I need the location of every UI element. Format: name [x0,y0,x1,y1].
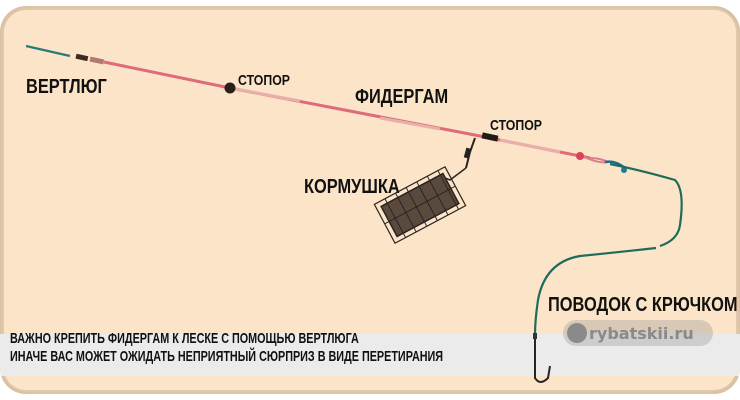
label-stopper-1: СТОПОР [238,72,290,89]
stopper-bead-icon [224,82,236,94]
feeder-icon [373,137,476,245]
note-line-1: ВАЖНО КРЕПИТЬ ФИДЕРГАМ К ЛЕСКЕ С ПОМОЩЬЮ… [10,330,359,347]
loop-knot-icon [576,152,627,173]
watermark: rybatskii.ru [563,320,713,346]
stopper-tube-icon [481,132,499,142]
warning-note: ВАЖНО КРЕПИТЬ ФИДЕРГАМ К ЛЕСКЕ С ПОМОЩЬЮ… [10,330,443,366]
watermark-text: rybatskii.ru [589,323,694,343]
label-swivel: ВЕРТЛЮГ [26,76,107,98]
main-line [25,44,71,58]
watermark-logo-icon [567,323,587,343]
label-feedergum: ФИДЕРГАМ [355,86,449,108]
label-feeder: КОРМУШКА [304,176,400,198]
label-leader-with-hook: ПОВОДОК С КРЮЧКОМ [548,294,738,316]
card-background [4,10,736,390]
note-line-2: ИНАЧЕ ВАС МОЖЕТ ОЖИДАТЬ НЕПРИЯТНЫЙ СЮРПР… [10,348,444,365]
note-band [0,334,740,376]
hook-icon [533,333,551,383]
diagram-card [0,6,740,394]
label-stopper-2: СТОПОР [490,117,542,134]
swivel-icon [75,53,105,65]
leader-line [609,162,683,248]
